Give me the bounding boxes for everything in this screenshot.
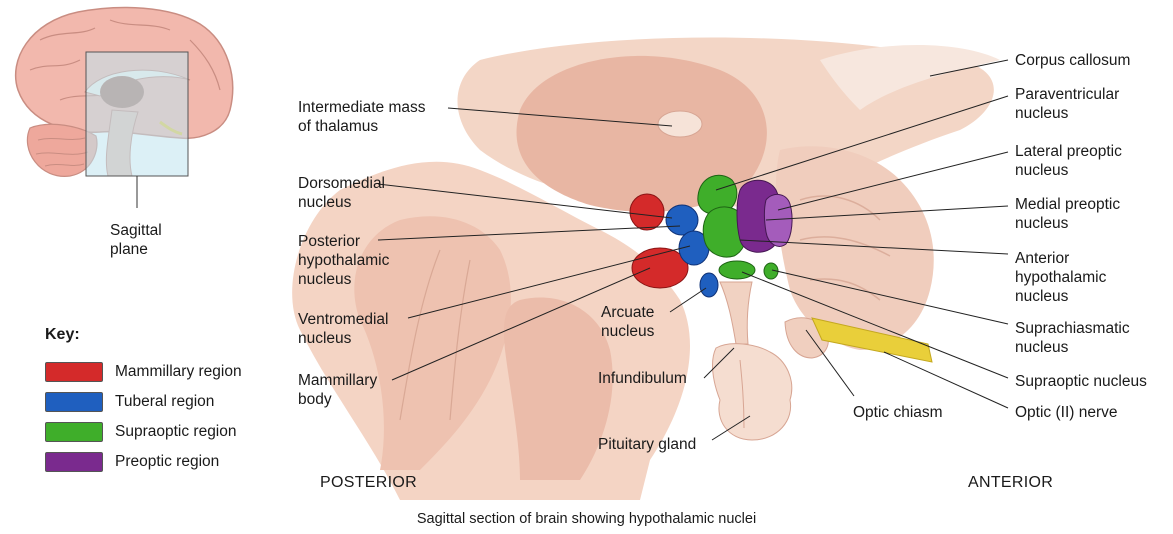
label-optic-nerve: Optic (II) nerve <box>1015 403 1118 422</box>
label-lateral-preoptic-nucleus: Lateral preoptic nucleus <box>1015 142 1122 180</box>
label-corpus-callosum: Corpus callosum <box>1015 51 1130 70</box>
label-dorsomedial-nucleus: Dorsomedial nucleus <box>298 174 385 212</box>
sagittal-plane-label: Sagittal plane <box>110 221 162 259</box>
sagittal-plane-box <box>86 52 188 176</box>
intermediate-mass <box>658 111 702 137</box>
key-label: Preoptic region <box>115 452 219 471</box>
label-mammillary-body: Mammillary body <box>298 371 377 409</box>
key-swatch <box>45 422 103 442</box>
label-infundibulum: Infundibulum <box>598 369 687 388</box>
inset-brain <box>16 8 233 208</box>
figure-caption: Sagittal section of brain showing hypoth… <box>0 511 1173 527</box>
label-suprachiasmatic-nucleus: Suprachiasmatic nucleus <box>1015 319 1130 357</box>
dorsomedial-nucleus-shape <box>666 205 698 235</box>
key-title: Key: <box>45 326 80 344</box>
mammillary-upper <box>630 194 664 230</box>
key-swatch <box>45 392 103 412</box>
label-posterior-hypothalamic-nucleus: Posterior hypothalamic nucleus <box>298 232 389 289</box>
label-supraoptic-nucleus: Supraoptic nucleus <box>1015 372 1147 391</box>
key-swatch <box>45 362 103 382</box>
label-optic-chiasm: Optic chiasm <box>853 403 943 422</box>
key-label: Supraoptic region <box>115 422 237 441</box>
label-ventromedial-nucleus: Ventromedial nucleus <box>298 310 388 348</box>
key-label: Tuberal region <box>115 392 214 411</box>
label-pituitary-gland: Pituitary gland <box>598 435 696 454</box>
arcuate-nucleus-shape <box>700 273 718 297</box>
key-swatch <box>45 452 103 472</box>
label-intermediate-mass: Intermediate mass of thalamus <box>298 98 426 136</box>
direction-anterior: ANTERIOR <box>968 474 1053 492</box>
direction-posterior: POSTERIOR <box>320 474 417 492</box>
lateral-preoptic-shape <box>765 194 793 246</box>
label-paraventricular-nucleus: Paraventricular nucleus <box>1015 85 1119 123</box>
infundibulum <box>720 282 752 344</box>
label-medial-preoptic-nucleus: Medial preoptic nucleus <box>1015 195 1120 233</box>
key-label: Mammillary region <box>115 362 242 381</box>
supraoptic-nucleus-shape <box>719 261 755 279</box>
label-arcuate-nucleus: Arcuate nucleus <box>601 303 654 341</box>
label-anterior-hypothalamic-nucleus: Anterior hypothalamic nucleus <box>1015 249 1106 306</box>
